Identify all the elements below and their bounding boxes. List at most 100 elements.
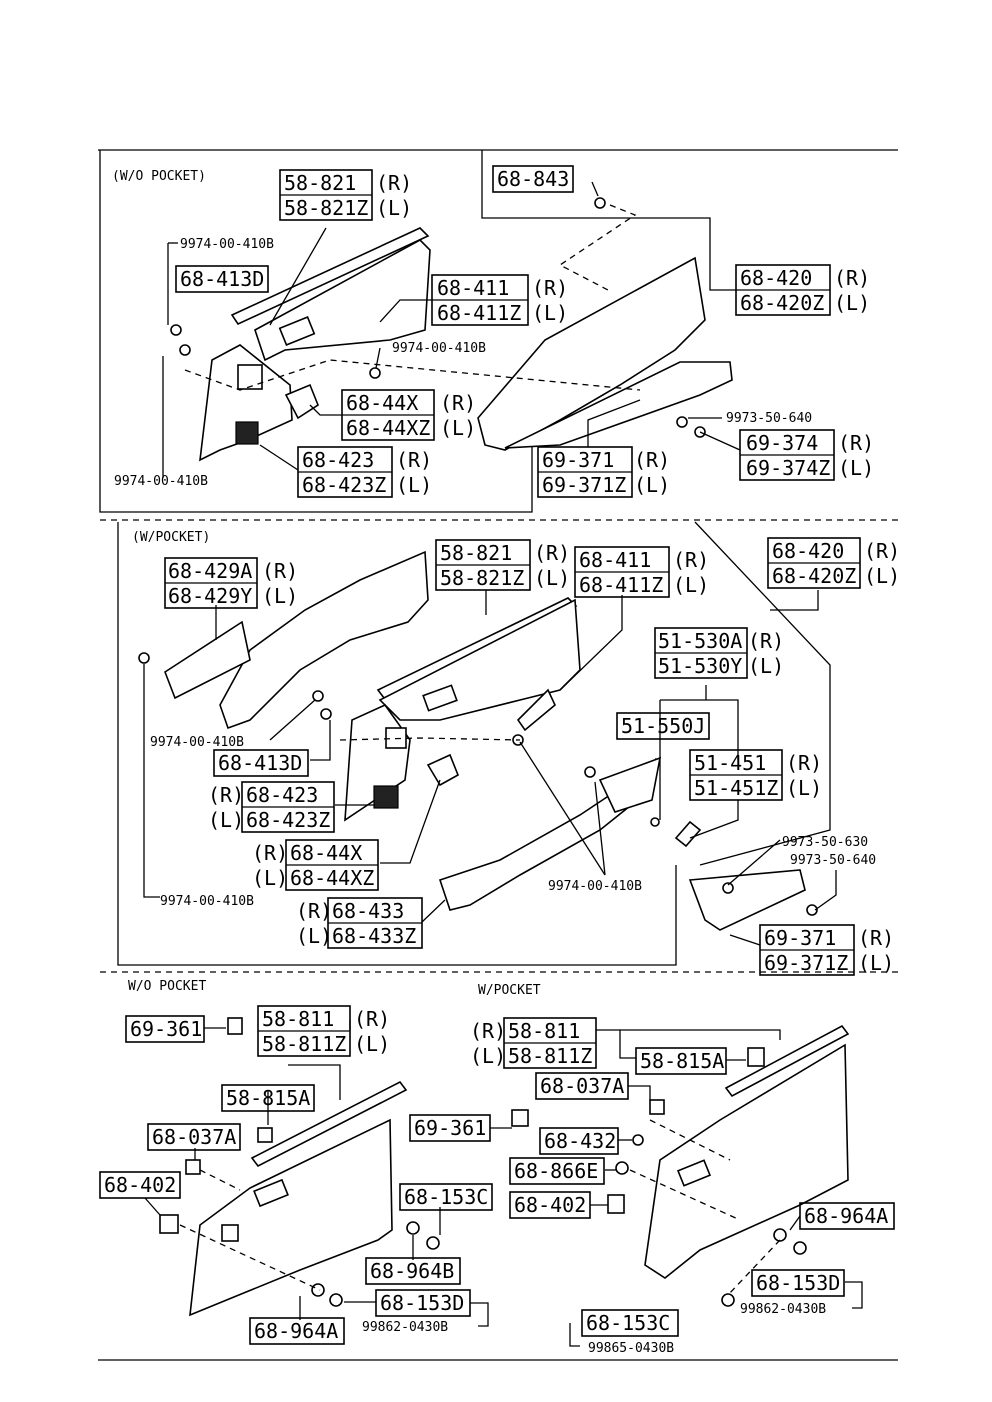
part-label: 51-550J (621, 714, 705, 738)
pocket-handle (516, 688, 556, 732)
part-label: 58-815A (226, 1086, 310, 1110)
part-label: 68-423 (302, 448, 374, 472)
part-label: 68-44XZ (346, 416, 430, 440)
part-label: 58-821 (284, 171, 356, 195)
switch-bezel (221, 1224, 239, 1242)
part-label: 51-530A (658, 629, 742, 653)
side-label: (R) (838, 431, 874, 455)
leader (288, 1064, 341, 1100)
part-label: 69-371 (764, 926, 836, 950)
screw (806, 904, 818, 916)
part-label: 68-964B (370, 1259, 454, 1283)
part-label: 68-153D (756, 1271, 840, 1295)
handle-opening (676, 1159, 712, 1187)
side-label: (L) (634, 473, 670, 497)
clip (312, 690, 324, 702)
side-label: (R) (858, 926, 894, 950)
side-label: (R) (440, 391, 476, 415)
part-label: 68-413D (218, 751, 302, 775)
leader (309, 404, 342, 416)
weatherstrip (250, 1080, 408, 1168)
label-box (751, 1269, 845, 1297)
label-box (399, 1183, 493, 1211)
part-label: 68-432 (544, 1129, 616, 1153)
dashed (179, 1224, 321, 1291)
part-label: 9974-00-410B (548, 879, 642, 894)
part-label: 99862-0430B (740, 1302, 826, 1317)
leader (569, 1323, 580, 1347)
dashed (629, 1169, 741, 1221)
screw (676, 416, 688, 428)
part-label: 58-821Z (440, 566, 524, 590)
label-box (213, 749, 309, 777)
side-label: (L) (262, 584, 298, 608)
label-box (221, 1084, 315, 1112)
side-label: (R) (296, 899, 332, 923)
part-label: 68-413D (180, 267, 264, 291)
section-title-w-pocket-lower: W/POCKET (478, 983, 541, 998)
side-label: (L) (534, 566, 570, 590)
leader (269, 227, 327, 326)
side-label: (L) (673, 573, 709, 597)
side-label: (R) (470, 1019, 506, 1043)
part-label: 68-423Z (302, 473, 386, 497)
part-label: 58-811Z (262, 1032, 346, 1056)
side-label: (R) (748, 629, 784, 653)
door-trim (189, 1118, 393, 1317)
side-label: (R) (673, 548, 709, 572)
part-label: 68-44XZ (290, 866, 374, 890)
part-label: 99865-0430B (588, 1341, 674, 1356)
clip (584, 766, 596, 778)
part-label: 68-153D (380, 1291, 464, 1315)
part-label: 69-371Z (764, 951, 848, 975)
side-label: (R) (252, 841, 288, 865)
side-label: (R) (834, 266, 870, 290)
part-label: 68-44X (290, 841, 362, 865)
clip (649, 1099, 665, 1115)
part-label: 68-429A (168, 559, 252, 583)
label-box (635, 1047, 727, 1075)
side-label: (R) (376, 171, 412, 195)
part-label: 68-964A (254, 1319, 338, 1343)
side-label: (L) (858, 951, 894, 975)
side-label: (L) (834, 291, 870, 315)
part-label: 68-411 (579, 548, 651, 572)
label-box (581, 1309, 679, 1337)
clip (615, 1161, 629, 1175)
label-box (249, 1317, 345, 1345)
leader (727, 839, 781, 886)
clip (170, 324, 182, 336)
washer (773, 1228, 787, 1242)
section1-parts (162, 181, 741, 478)
part-label: 68-429Y (168, 584, 252, 608)
part-label: 68-411Z (579, 573, 663, 597)
label-box (409, 1114, 491, 1142)
label-box (99, 1171, 181, 1199)
label-box (799, 1202, 895, 1230)
upper-trim (378, 598, 581, 721)
clip (607, 1194, 625, 1214)
handle-opening (422, 684, 458, 712)
weatherstrip (724, 1024, 850, 1098)
part-label: 68-402 (514, 1193, 586, 1217)
armrest (688, 869, 806, 931)
label-box (509, 1157, 605, 1185)
section2-parts (138, 550, 837, 946)
part-label: 69-374 (746, 431, 818, 455)
side-label: (L) (440, 416, 476, 440)
inner-handle (284, 383, 319, 420)
part-label: 99862-0430B (362, 1320, 448, 1335)
leader (628, 1085, 651, 1100)
handle-opening (278, 315, 316, 347)
part-label: 9973-50-640 (726, 411, 812, 426)
screw (594, 197, 606, 209)
part-label: 69-371Z (542, 473, 626, 497)
side-label: (R) (396, 448, 432, 472)
part-label: 58-821Z (284, 196, 368, 220)
screw (722, 882, 734, 894)
part-label: 68-843 (497, 167, 569, 191)
leader (143, 664, 160, 898)
label-box (125, 1015, 205, 1043)
section4-parts (490, 1024, 863, 1347)
side-label: (R) (262, 559, 298, 583)
